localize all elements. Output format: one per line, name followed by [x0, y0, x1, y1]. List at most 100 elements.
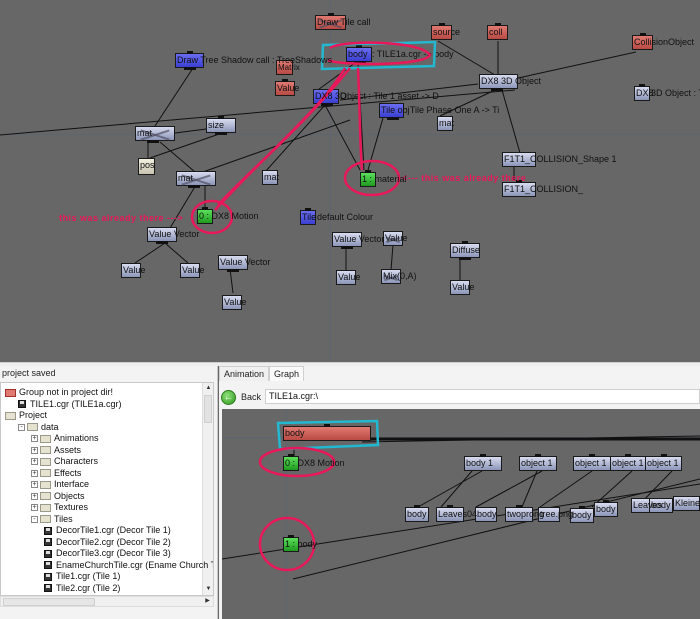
- node-dx8-3d-object-tile[interactable]: DX8: [634, 84, 654, 101]
- node-draw-tree-shadow[interactable]: Draw Tree Shadow call : TreeShadows: [175, 51, 332, 70]
- tree-item[interactable]: DecorTile1.cgr (Decor Tile 1): [44, 525, 171, 536]
- node-collision-2[interactable]: F1T1_COLLISION_: [502, 180, 583, 197]
- node-diffuse[interactable]: Diffuse: [450, 241, 480, 260]
- tree-item[interactable]: +Objects: [31, 491, 85, 502]
- tree-item-label: Tiles: [54, 513, 73, 524]
- expand-icon[interactable]: +: [31, 481, 38, 488]
- node-sub-object-1c[interactable]: object 1: [610, 454, 646, 471]
- node-sub-kleine[interactable]: KleineTe: [673, 496, 700, 511]
- node-dx8-3d-object[interactable]: DX8 3D Object: [479, 74, 541, 91]
- node-value-red[interactable]: Value: [275, 79, 299, 96]
- node-value-x[interactable]: Value: [383, 231, 407, 246]
- tree-item[interactable]: Tile1.cgr (Tile 1): [44, 571, 120, 582]
- tab-animation[interactable]: Animation: [219, 366, 270, 381]
- tree-item[interactable]: - Tiles: [31, 514, 73, 525]
- tree-item[interactable]: +Effects: [31, 468, 81, 479]
- scroll-right-arrow-icon[interactable]: ▶: [205, 598, 210, 604]
- tree-item[interactable]: DecorTile2.cgr (Decor Tile 2): [44, 537, 171, 548]
- node-matrix[interactable]: Matrix: [276, 60, 300, 75]
- node-sub-object-1b[interactable]: object 1: [573, 454, 611, 471]
- scroll-thumb[interactable]: [204, 395, 212, 423]
- expand-icon[interactable]: +: [31, 492, 38, 500]
- node-sub-body-c[interactable]: body: [570, 506, 594, 523]
- node-value-4[interactable]: Value: [336, 270, 360, 285]
- node-pos[interactable]: pos: [138, 158, 155, 175]
- status-text: project saved: [2, 368, 56, 378]
- node-draw-tile-call[interactable]: Draw Tile call: [315, 13, 371, 30]
- node-sub-body-e[interactable]: body: [649, 498, 673, 513]
- back-button[interactable]: ← Back: [219, 388, 261, 406]
- scroll-thumb[interactable]: [3, 598, 95, 606]
- node-source[interactable]: source: [431, 23, 460, 40]
- node-dx8-motion[interactable]: 0 : DX8 Motion: [197, 207, 259, 224]
- node-mat-small[interactable]: mat: [437, 116, 454, 131]
- file-icon: [44, 572, 52, 581]
- node-mix[interactable]: Mix(0,A): [381, 269, 417, 284]
- vertical-scrollbar[interactable]: ▲ ▼: [202, 383, 213, 595]
- node-value-2[interactable]: Value: [180, 263, 204, 278]
- tree-item[interactable]: +Characters: [31, 456, 98, 467]
- node-sub-body-a[interactable]: body: [405, 505, 429, 522]
- tree-item[interactable]: -data: [18, 422, 59, 433]
- node-tile-obj[interactable]: Tile obj: [379, 103, 410, 120]
- node-sub-leaves04[interactable]: Leaves04: [436, 505, 477, 522]
- node-sub-object-1a[interactable]: object 1: [519, 454, 557, 471]
- tree-item[interactable]: Group not in project dir!: [5, 387, 113, 398]
- tree-item[interactable]: DecorTile3.cgr (Decor Tile 3): [44, 548, 171, 559]
- node-sub-body[interactable]: body: [283, 424, 371, 441]
- node-sub-dx8-motion[interactable]: 0 : DX8 Motion: [283, 454, 345, 471]
- collapse-icon[interactable]: -: [18, 423, 25, 431]
- tab-graph[interactable]: Graph: [269, 366, 305, 381]
- node-sub-tree-png[interactable]: tree.png: [538, 507, 573, 522]
- node-sub-body-b[interactable]: body: [475, 507, 497, 522]
- tree-item[interactable]: TILE1.cgr (TILE1a.cgr): [18, 399, 122, 410]
- node-sub-object-1d[interactable]: object 1: [645, 454, 682, 471]
- node-sub-body-green[interactable]: 1 : body: [283, 535, 317, 552]
- node-dx8-3d-object-asset[interactable]: DX8 3D: [313, 89, 347, 106]
- node-body-main[interactable]: body: [346, 45, 372, 64]
- node-collision-object[interactable]: CollisionObject: [632, 33, 694, 50]
- node-sub-leaves[interactable]: Leaves: [631, 498, 662, 513]
- project-tree[interactable]: ▲ ▼ Group not in project dir!TILE1.cgr (…: [0, 382, 214, 596]
- node-collision-shape-1[interactable]: F1T1_COLLISION_Shape 1: [502, 152, 617, 167]
- node-size[interactable]: size: [206, 116, 236, 135]
- node-value-vector-2[interactable]: Value Vector: [218, 255, 270, 272]
- tree-item[interactable]: EnameChurchTile.cgr (Ename Church Tile: [44, 560, 213, 571]
- graph-panel: Animation Graph ← Back TILE1a.cgr:\: [219, 366, 700, 619]
- node-mat-2[interactable]: mat: [176, 171, 216, 188]
- node-dx8-3d-object-tile-ext: 3D Object : Ti: [651, 88, 700, 98]
- path-field[interactable]: TILE1a.cgr:\: [265, 389, 700, 404]
- collapse-icon[interactable]: -: [31, 515, 38, 523]
- node-sub-twoprong[interactable]: twoprong: [505, 505, 544, 522]
- tree-item[interactable]: Project: [5, 410, 47, 421]
- expand-icon[interactable]: +: [31, 435, 38, 442]
- scroll-up-arrow-icon[interactable]: ▲: [205, 385, 212, 391]
- tree-item[interactable]: Tile2.cgr (Tile 2): [44, 583, 120, 594]
- node-mat-3[interactable]: mat: [262, 170, 279, 185]
- node-mat-1[interactable]: mat: [135, 126, 175, 143]
- node-sub-body-1[interactable]: body 1: [464, 454, 502, 471]
- node-coll[interactable]: coll: [487, 23, 508, 40]
- node-tile-default-colour[interactable]: Tile: [300, 208, 316, 225]
- node-sub-body-d[interactable]: body: [594, 500, 618, 517]
- node-value-3[interactable]: Value: [222, 295, 246, 310]
- expand-icon[interactable]: +: [31, 446, 38, 454]
- tree-item[interactable]: +Assets: [31, 445, 81, 456]
- tree-item[interactable]: +Animations: [31, 433, 99, 444]
- tree-item[interactable]: +Textures: [31, 502, 88, 513]
- expand-icon[interactable]: +: [31, 469, 38, 477]
- graph-canvas[interactable]: Draw Tile call body : TILE1a.cgr -> body…: [0, 0, 700, 362]
- node-value-vector-3[interactable]: Value Vector: [332, 232, 384, 249]
- scroll-down-arrow-icon[interactable]: ▼: [205, 586, 212, 592]
- node-value-1[interactable]: Value: [121, 263, 145, 278]
- expand-icon[interactable]: +: [31, 458, 38, 465]
- file-icon: [44, 549, 52, 558]
- node-value-vector-1[interactable]: Value Vector: [147, 227, 199, 244]
- tree-item[interactable]: +Interface: [31, 479, 89, 490]
- horizontal-scrollbar[interactable]: ▶: [0, 596, 214, 607]
- sub-graph-canvas[interactable]: body 0 : DX8 Motion 1 : body body 1 obje…: [222, 409, 700, 619]
- expand-icon[interactable]: +: [31, 504, 38, 511]
- node-value-5[interactable]: Value: [450, 280, 474, 295]
- splitter[interactable]: [0, 362, 700, 366]
- node-material[interactable]: 1 : material: [360, 170, 407, 187]
